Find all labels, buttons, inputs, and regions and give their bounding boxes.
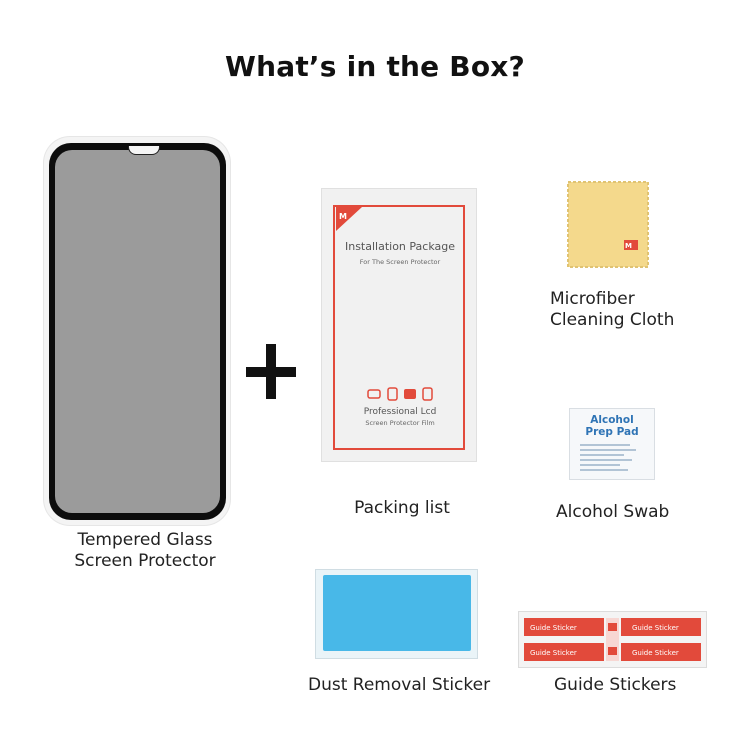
alcohol-pad-title-line1: Alcohol [590, 414, 634, 426]
packing-list-bottom-title: Professional Lcd [363, 407, 437, 417]
cleaning-cloth-image: M [567, 181, 649, 268]
packing-list-title: Installation Package [344, 240, 456, 253]
guide-sticker-text: Guide Sticker [530, 624, 577, 632]
packing-list-label: Packing list [354, 498, 450, 518]
guide-sticker-text: Guide Sticker [632, 649, 679, 657]
tempered-glass-label: Tempered Glass Screen Protector [40, 530, 250, 572]
guide-sticker-text: Guide Sticker [530, 649, 577, 657]
cleaning-cloth-label-line1: Microfiber [550, 289, 635, 309]
screen-protector-glass [55, 150, 220, 513]
dust-sticker-label: Dust Removal Sticker [308, 675, 491, 695]
dust-sticker [323, 575, 471, 651]
tempered-glass-label-line1: Tempered Glass [77, 530, 213, 550]
packing-list-subtitle: For The Screen Protector [359, 258, 441, 266]
alcohol-pad [570, 409, 654, 479]
packing-list-logo-icon: M [336, 207, 362, 231]
guide-stickers-image: Guide Sticker Guide Sticker Guide Sticke… [524, 618, 701, 661]
plus-icon [246, 344, 296, 399]
guide-sticker-text: Guide Sticker [632, 624, 679, 632]
alcohol-pad-title: Alcohol Prep Pad [575, 414, 649, 438]
alcohol-swab-label: Alcohol Swab [556, 502, 670, 522]
packing-list-border [333, 205, 465, 450]
alcohol-pad-fineprint [580, 444, 636, 471]
svg-text:M: M [339, 212, 347, 221]
guide-stickers-label: Guide Stickers [554, 675, 677, 695]
screen-protector-notch [128, 146, 160, 155]
cleaning-cloth-label: Microfiber Cleaning Cloth [550, 289, 710, 331]
packing-list-card [322, 189, 476, 461]
svg-text:M: M [625, 242, 632, 250]
cleaning-cloth-label-line2: Cleaning Cloth [550, 310, 675, 330]
packing-list-steps-icons [367, 387, 433, 401]
tempered-glass-label-line2: Screen Protector [74, 551, 216, 571]
page-title: What’s in the Box? [225, 50, 525, 83]
packing-list-bottom-subtitle: Screen Protector Film [365, 419, 435, 427]
alcohol-pad-title-line2: Prep Pad [585, 426, 639, 438]
